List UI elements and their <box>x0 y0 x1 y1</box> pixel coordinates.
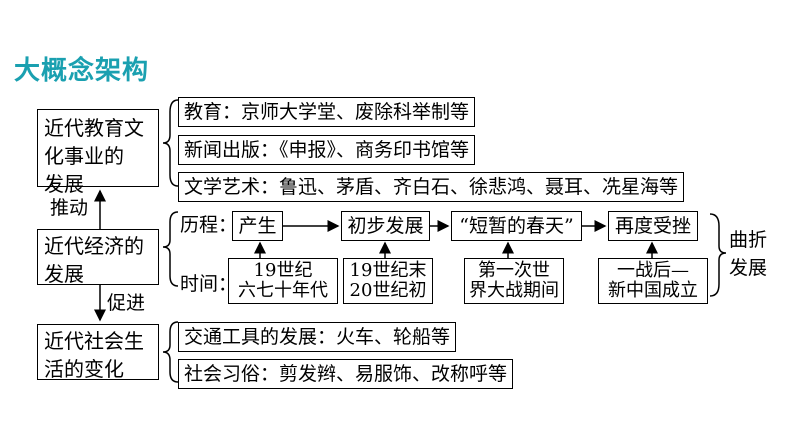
period-3-line-1: 第一次世 <box>478 260 550 281</box>
page-title: 大概念架构 <box>14 56 150 86</box>
node-social: 近代社会生 活的变化 <box>37 324 159 381</box>
node-social-line-2: 活的变化 <box>44 357 124 381</box>
time-label: 时间： <box>180 273 238 295</box>
period-2: 19世纪末 20世纪初 <box>343 258 433 304</box>
node-education-line-2: 化事业的 <box>44 144 124 168</box>
period-4-line-1: 一战后— <box>617 260 689 281</box>
period-3: 第一次世 界大战期间 <box>464 258 564 304</box>
social-item-2: 社会习俗：剪发辫、易服饰、改称呼等 <box>178 359 514 389</box>
education-item-3: 文学艺术：鲁迅、茅盾、齐白石、徐悲鸿、聂耳、冼星海等 <box>178 172 685 202</box>
brace-social <box>162 321 179 383</box>
period-1-line-2: 六七十年代 <box>238 280 328 301</box>
stage-3: “短暂的春天” <box>451 211 582 241</box>
period-2-line-2: 20世纪初 <box>349 280 427 301</box>
period-1: 19世纪 六七十年代 <box>228 258 338 304</box>
stage-4: 再度受挫 <box>608 211 698 241</box>
relation-promote: 促进 <box>107 292 146 314</box>
relation-push: 推动 <box>50 197 89 219</box>
node-economy: 近代经济的 发展 <box>37 229 159 286</box>
summary-line-1: 曲折 <box>729 229 768 251</box>
node-economy-line-1: 近代经济的 <box>44 234 144 258</box>
education-item-2: 新闻出版：《申报》、商务印书馆等 <box>178 135 476 165</box>
node-education-line-3: 发展 <box>44 172 84 196</box>
node-economy-line-2: 发展 <box>44 262 84 286</box>
node-education: 近代教育文 化事业的 发展 <box>37 109 159 196</box>
node-education-line-1: 近代教育文 <box>44 116 144 140</box>
process-label: 历程： <box>180 214 238 236</box>
education-item-1: 教育：京师大学堂、废除科举制等 <box>178 97 476 127</box>
brace-education <box>162 99 179 187</box>
stage-1: 产生 <box>232 211 283 241</box>
social-item-1: 交通工具的发展：火车、轮船等 <box>178 322 457 352</box>
period-4-line-2: 新中国成立 <box>608 280 698 301</box>
period-1-line-1: 19世纪 <box>253 260 313 281</box>
period-2-line-1: 19世纪末 <box>349 260 427 281</box>
brace-economy <box>162 211 179 287</box>
node-social-line-1: 近代社会生 <box>44 329 144 353</box>
period-4: 一战后— 新中国成立 <box>598 258 708 304</box>
brace-summary <box>709 213 727 297</box>
period-3-line-2: 界大战期间 <box>469 280 559 301</box>
stage-2: 初步发展 <box>341 211 430 241</box>
summary-line-2: 发展 <box>729 257 768 279</box>
